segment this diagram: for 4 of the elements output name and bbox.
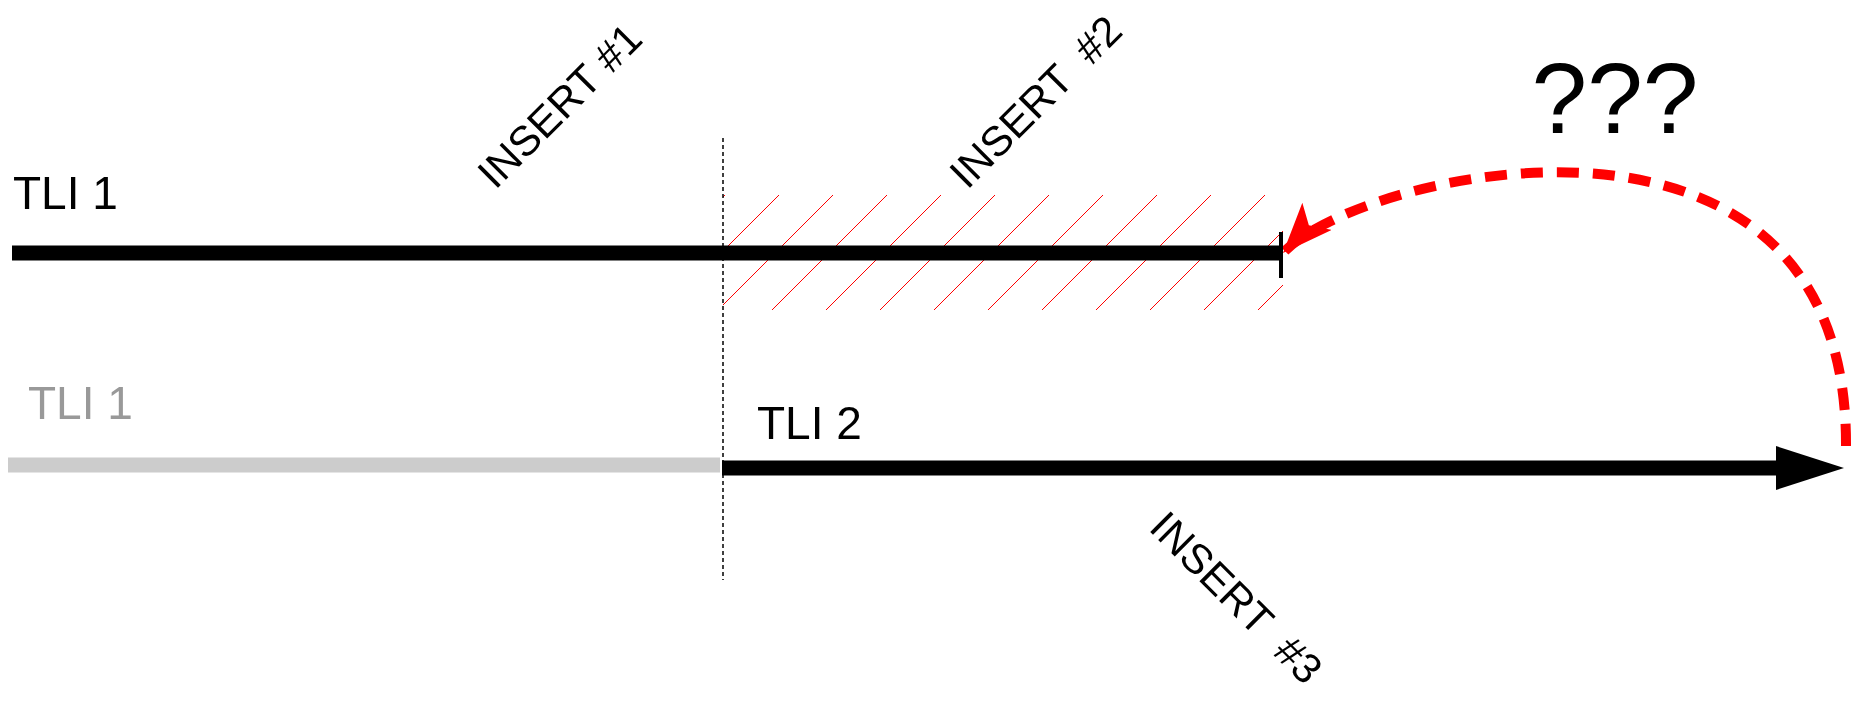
edge-label: ??? xyxy=(1531,48,1699,148)
timeline-label: TLI 1 xyxy=(13,170,118,216)
timeline-label: TLI 2 xyxy=(757,400,862,446)
timeline-label: TLI 1 xyxy=(28,380,133,426)
